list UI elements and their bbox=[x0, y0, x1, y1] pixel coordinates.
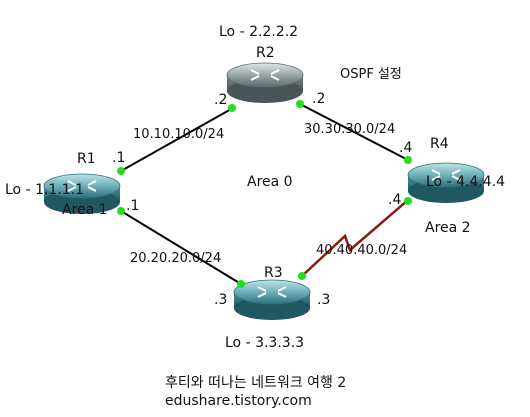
loopback-r1: Lo - 1.1.1.1 bbox=[5, 182, 84, 198]
iface-r4-bottom: .4 bbox=[388, 192, 401, 208]
iface-r1-top: .1 bbox=[112, 150, 125, 166]
iface-r1-bottom: .1 bbox=[126, 198, 139, 214]
dot-r2-left bbox=[228, 104, 236, 112]
area-1-label: Area 1 bbox=[62, 202, 108, 218]
dot-r3-left bbox=[237, 280, 245, 288]
link-r1-r2 bbox=[120, 107, 234, 172]
network-r3-r4: 40.40.40.0/24 bbox=[316, 243, 407, 258]
link-r2-r4 bbox=[299, 103, 409, 161]
router-name-r3: R3 bbox=[264, 265, 283, 281]
iface-r3-right: .3 bbox=[317, 292, 330, 308]
dot-r1-bottom bbox=[117, 207, 125, 215]
dot-r3-right bbox=[298, 272, 306, 280]
network-r1-r2: 10.10.10.0/24 bbox=[133, 127, 224, 142]
dot-r4-top bbox=[404, 156, 412, 164]
iface-r2-right: .2 bbox=[312, 91, 325, 107]
iface-r4-top: .4 bbox=[399, 140, 412, 156]
iface-r2-left: .2 bbox=[214, 92, 227, 108]
router-r2[interactable] bbox=[226, 62, 304, 103]
network-r1-r3: 20.20.20.0/24 bbox=[130, 251, 221, 266]
dot-r2-right bbox=[296, 100, 304, 108]
diagram-title: OSPF 설정 bbox=[340, 67, 402, 82]
router-r4[interactable] bbox=[407, 162, 485, 203]
link-r3-r4-serial bbox=[301, 199, 409, 277]
iface-r3-left: .3 bbox=[214, 292, 227, 308]
dot-r1-top bbox=[117, 167, 125, 175]
router-r1[interactable] bbox=[43, 173, 121, 214]
dot-r4-bottom bbox=[404, 197, 412, 205]
loopback-r2: Lo - 2.2.2.2 bbox=[219, 24, 298, 40]
router-name-r2: R2 bbox=[256, 45, 275, 61]
link-r1-r3 bbox=[120, 210, 242, 285]
router-r3[interactable] bbox=[233, 279, 311, 320]
loopback-r4: Lo - 4.4.4.4 bbox=[426, 174, 505, 190]
area-2-label: Area 2 bbox=[425, 220, 471, 236]
loopback-r3: Lo - 3.3.3.3 bbox=[225, 335, 304, 351]
links bbox=[120, 103, 409, 285]
interface-dots bbox=[117, 100, 412, 288]
footer-url: edushare.tistory.com bbox=[165, 393, 312, 409]
router-name-r4: R4 bbox=[430, 136, 449, 152]
network-r2-r4: 30.30.30.0/24 bbox=[304, 122, 395, 137]
router-name-r1: R1 bbox=[77, 151, 96, 167]
area-0-label: Area 0 bbox=[247, 174, 293, 190]
footer-caption: 후티와 떠나는 네트워크 여행 2 bbox=[165, 375, 346, 391]
